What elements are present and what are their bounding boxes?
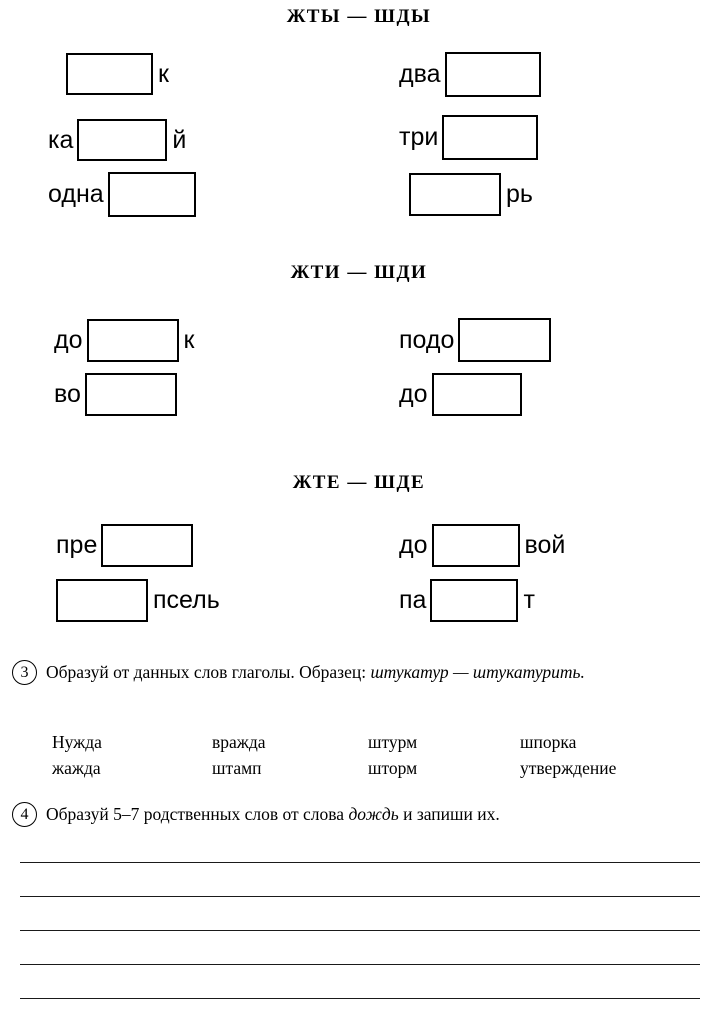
section-header-zhty-shdy: ЖТЫ — ШДЫ [286,6,432,27]
word-cell: шторм [368,758,418,778]
exercise-4-text-after: и запиши их. [398,804,500,824]
answer-line[interactable] [20,930,700,931]
puzzle-prefix: три [399,122,439,151]
puzzle-suffix: т [523,585,535,614]
puzzle-suffix: псель [153,585,220,614]
word-cell: вражда [212,732,266,752]
exercise-3: 3 Образуй от данных слов глаголы. Образе… [12,660,712,685]
word-grid-row: Нужда вражда штурм шпорка [52,730,702,756]
exercise-3-word-grid: Нужда вражда штурм шпорка жажда штамп шт… [52,730,702,782]
puzzle-suffix: й [172,125,187,154]
exercise-3-text: Образуй от данных слов глаголы. Образец: [46,662,371,682]
answer-line[interactable] [20,998,700,999]
puzzle-suffix: к [158,59,169,88]
answer-box[interactable] [431,372,522,416]
puzzle-row: до [399,372,527,416]
exercise-number-badge: 3 [12,660,37,685]
answer-box[interactable] [458,318,552,362]
answer-box[interactable] [430,578,519,622]
word-cell: штурм [368,732,418,752]
exercise-number-badge: 4 [12,802,37,827]
answer-box[interactable] [66,53,153,95]
puzzle-row: одна [48,171,201,217]
section-header-zhte-shde: ЖТЕ — ШДЕ [292,472,426,493]
exercise-3-example: штукатур — штукатурить. [370,662,585,682]
answer-box[interactable] [431,523,520,567]
puzzle-row: ка й [48,118,186,162]
answer-box[interactable] [409,172,501,216]
answer-box[interactable] [77,119,168,161]
exercise-3-instruction: Образуй от данных слов глаголы. Образец:… [46,660,712,685]
puzzle-row: па т [399,578,535,622]
answer-box[interactable] [84,372,177,416]
word-grid-row: жажда штамп шторм утверждение [52,756,702,782]
puzzle-row: во [54,372,182,416]
puzzle-row: до к [54,318,194,362]
puzzle-prefix: до [399,530,428,559]
puzzle-prefix: до [399,379,428,408]
puzzle-prefix: до [54,325,83,354]
word-cell: жажда [52,758,101,778]
answer-box[interactable] [101,523,194,567]
answer-box[interactable] [86,318,179,362]
answer-line[interactable] [20,964,700,965]
puzzle-row: рь [405,172,533,216]
answer-box[interactable] [56,578,148,622]
puzzle-row: три [399,114,543,160]
puzzle-suffix: рь [506,179,533,208]
exercise-4-text-before: Образуй 5–7 родственных слов от слова [46,804,349,824]
puzzle-row: два [399,51,546,97]
puzzle-row: к [62,52,169,96]
answer-line[interactable] [20,862,700,863]
puzzle-row: псель [52,578,220,622]
puzzle-row: пре [56,523,198,567]
answer-box[interactable] [107,171,196,217]
puzzle-suffix: вой [524,530,566,559]
word-cell: штамп [212,758,262,778]
word-cell: утверждение [520,758,617,778]
puzzle-prefix: ка [48,125,74,154]
puzzle-row: до вой [399,523,565,567]
puzzle-prefix: во [54,379,81,408]
word-cell: Нужда [52,732,102,752]
section-header-zhti-shdi: ЖТИ — ШДИ [290,262,428,283]
answer-box[interactable] [442,114,539,160]
exercise-4: 4 Образуй 5–7 родственных слов от слова … [12,802,712,827]
puzzle-suffix: к [183,325,195,354]
puzzle-prefix: па [399,585,427,614]
puzzle-prefix: два [399,59,441,88]
exercise-4-instruction: Образуй 5–7 родственных слов от слова до… [46,802,712,827]
puzzle-prefix: подо [399,325,455,354]
puzzle-prefix: пре [56,530,98,559]
word-cell: шпорка [520,732,577,752]
answer-box[interactable] [444,51,541,97]
puzzle-prefix: одна [48,179,104,208]
puzzle-row: подо [399,318,556,362]
answer-line[interactable] [20,896,700,897]
exercise-4-keyword: дождь [348,804,399,824]
